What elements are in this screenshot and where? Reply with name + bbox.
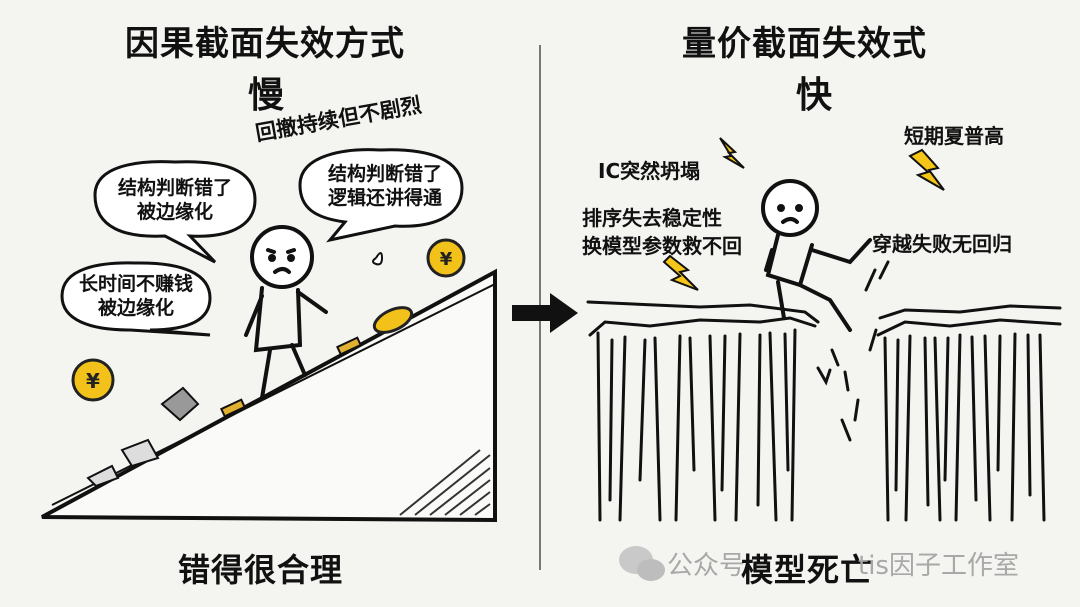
left-caption: 错得很合理 xyxy=(178,551,344,589)
speech-bubble xyxy=(60,261,212,337)
cliff-icon xyxy=(586,260,1062,522)
label-rank: 排序失去稳定性换模型参数救不回 xyxy=(582,206,742,258)
svg-text:¥: ¥ xyxy=(440,249,453,270)
arrow-right-icon xyxy=(512,293,578,333)
stick-figure-icon xyxy=(761,179,872,332)
speech-bubble xyxy=(93,160,257,264)
bubble-3-text: 长时间不赚钱被边缘化 xyxy=(78,273,193,319)
sweat-drop xyxy=(372,252,384,266)
label-cross: 穿越失败无回归 xyxy=(872,232,1012,256)
lightning-icon xyxy=(662,254,699,291)
bubble-2-text: 结构判断错了逻辑还讲得通 xyxy=(327,163,442,209)
right-speed: 快 xyxy=(796,75,833,116)
left-speed: 慢 xyxy=(248,75,285,116)
right-title: 量价截面失效式 xyxy=(682,24,927,64)
coin-icon: ¥ xyxy=(426,238,466,278)
svg-text:¥: ¥ xyxy=(86,369,100,393)
label-short: 短期夏普高 xyxy=(904,124,1004,148)
lightning-icon xyxy=(908,148,945,191)
watermark-text-2: tis因子工作室 xyxy=(858,551,1019,581)
watermark-text: 公众号 xyxy=(667,551,746,581)
left-title: 因果截面失效方式 xyxy=(125,24,405,64)
right-caption: 模型死亡 xyxy=(741,551,874,589)
coin-icon xyxy=(372,306,414,334)
coin-icon: ¥ xyxy=(71,358,115,402)
bubble-1-text: 结构判断错了被边缘化 xyxy=(117,177,232,223)
label-ic: IC突然坍塌 xyxy=(598,159,701,183)
speech-bubble xyxy=(298,148,464,243)
wechat-icon xyxy=(619,546,665,581)
debris xyxy=(86,336,362,488)
stick-figure-icon xyxy=(244,225,328,400)
lightning-icon xyxy=(719,137,745,169)
